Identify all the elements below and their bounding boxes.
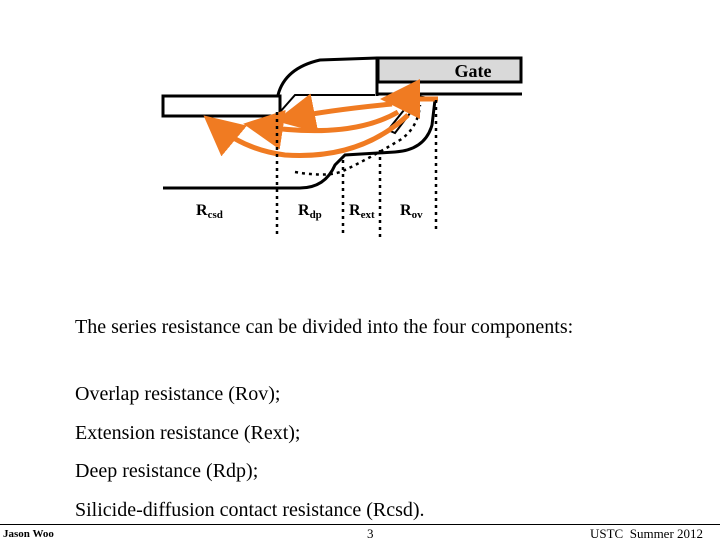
label-rcsd: Rcsd [196,202,223,221]
label-rov: Rov [400,202,423,221]
gate-electrode [376,56,523,84]
transistor-cross-section-diagram: Gate Rcsd Rdp Rext Rov [161,56,523,240]
current-arrow-spreading [243,109,400,150]
component-item-extension: Extension resistance (Rext); [75,422,301,444]
current-boundary-dotted [294,104,422,176]
gate-label: Gate [455,61,492,81]
current-arrow-deep [203,113,410,158]
intro-paragraph: The series resistance can be divided int… [75,316,574,338]
footer-rule [0,524,720,525]
spacer-outline [276,56,378,112]
component-item-contact: Silicide-diffusion contact resistance (R… [75,499,425,521]
current-arrow-extension [275,93,393,133]
silicide-contact [161,94,282,118]
footer-page-number: 3 [367,526,374,541]
label-rext: Rext [349,202,375,221]
label-rdp: Rdp [298,202,322,221]
component-item-overlap: Overlap resistance (Rov); [75,383,281,405]
junction-boundary [163,94,437,190]
footer-course: USTC Summer 2012 [590,526,704,541]
footer-author: Jason Woo [3,528,54,540]
component-item-deep: Deep resistance (Rdp); [75,460,259,482]
